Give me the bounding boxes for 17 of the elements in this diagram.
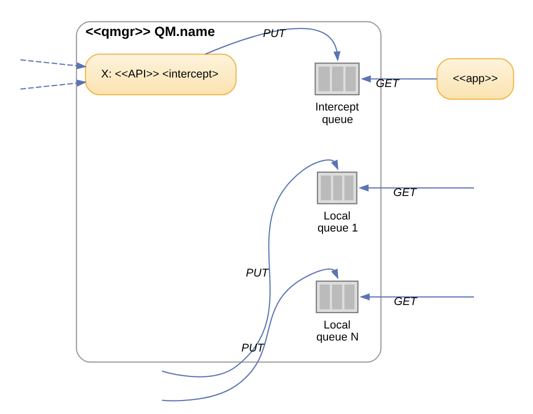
- node-label: Local queue 1: [317, 210, 358, 235]
- edge-label: GET: [394, 296, 417, 308]
- node-box: X: <<API>> <intercept>: [84, 54, 237, 96]
- arrow: [20, 59, 87, 70]
- edge-label: PUT: [263, 28, 286, 40]
- node-label: Intercept queue: [315, 101, 359, 126]
- edge-label: PUT: [246, 268, 268, 280]
- arrow: [360, 75, 437, 82]
- arrow: [162, 159, 338, 378]
- edge-label: GET: [393, 186, 416, 199]
- arrow: [358, 184, 474, 192]
- arrow: [162, 268, 338, 402]
- node-label: Local queue N: [316, 319, 359, 344]
- arrow: [205, 28, 340, 62]
- arrow: [20, 80, 87, 90]
- node-box: <<app>>: [436, 58, 514, 100]
- arrow: [360, 293, 474, 300]
